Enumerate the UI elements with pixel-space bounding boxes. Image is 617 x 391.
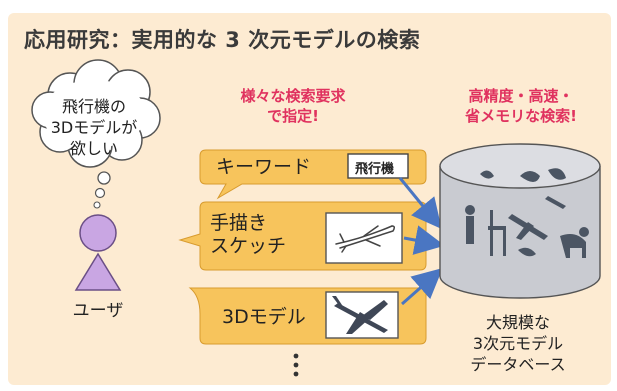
sketch-box <box>325 212 403 264</box>
keyword-query-label: キーワード <box>216 156 312 178</box>
database-models-icon <box>465 168 589 258</box>
sketch-label-line: スケッチ <box>210 235 287 257</box>
thought-line: 飛行機の <box>61 97 126 116</box>
database-cylinder <box>439 143 601 299</box>
more-dots-icon <box>293 353 299 377</box>
sketch-query-label: 手描き スケッチ <box>210 212 286 258</box>
left-caption: 様々な検索要求 で指定! <box>218 86 368 126</box>
caption-line: 様々な検索要求 <box>240 87 346 105</box>
arrows <box>398 177 445 306</box>
keyword-tag-text: 飛行機 <box>355 162 395 177</box>
airplane-model-icon <box>332 296 388 334</box>
sketch-label-line: 手描き <box>210 212 268 234</box>
user-figure <box>74 214 122 291</box>
model-query-label: 3Dモデル <box>222 306 306 328</box>
caption-line: 省メモリな検索! <box>465 107 577 125</box>
database-label-line: 3次元モデル <box>472 334 564 353</box>
user-label: ユーザ <box>72 301 124 321</box>
database-label-line: データベース <box>470 355 566 374</box>
model-box <box>325 291 399 339</box>
caption-line: で指定! <box>267 107 319 125</box>
airplane-sketch-icon <box>335 225 396 253</box>
right-caption: 高精度・高速・ 省メモリな検索! <box>436 86 606 126</box>
page-title: 応用研究：実用的な 3 次元モデルの検索 <box>24 28 421 52</box>
thought-line: 欲しい <box>69 139 118 158</box>
user-thought-text: 飛行機の 3Dモデルが 欲しい <box>36 96 152 159</box>
keyword-tag-box <box>347 153 409 179</box>
database-label-line: 大規模な <box>485 313 550 332</box>
caption-line: 高精度・高速・ <box>468 87 574 105</box>
database-label: 大規模な 3次元モデル データベース <box>438 312 598 375</box>
thought-line: 3Dモデルが <box>50 118 138 137</box>
